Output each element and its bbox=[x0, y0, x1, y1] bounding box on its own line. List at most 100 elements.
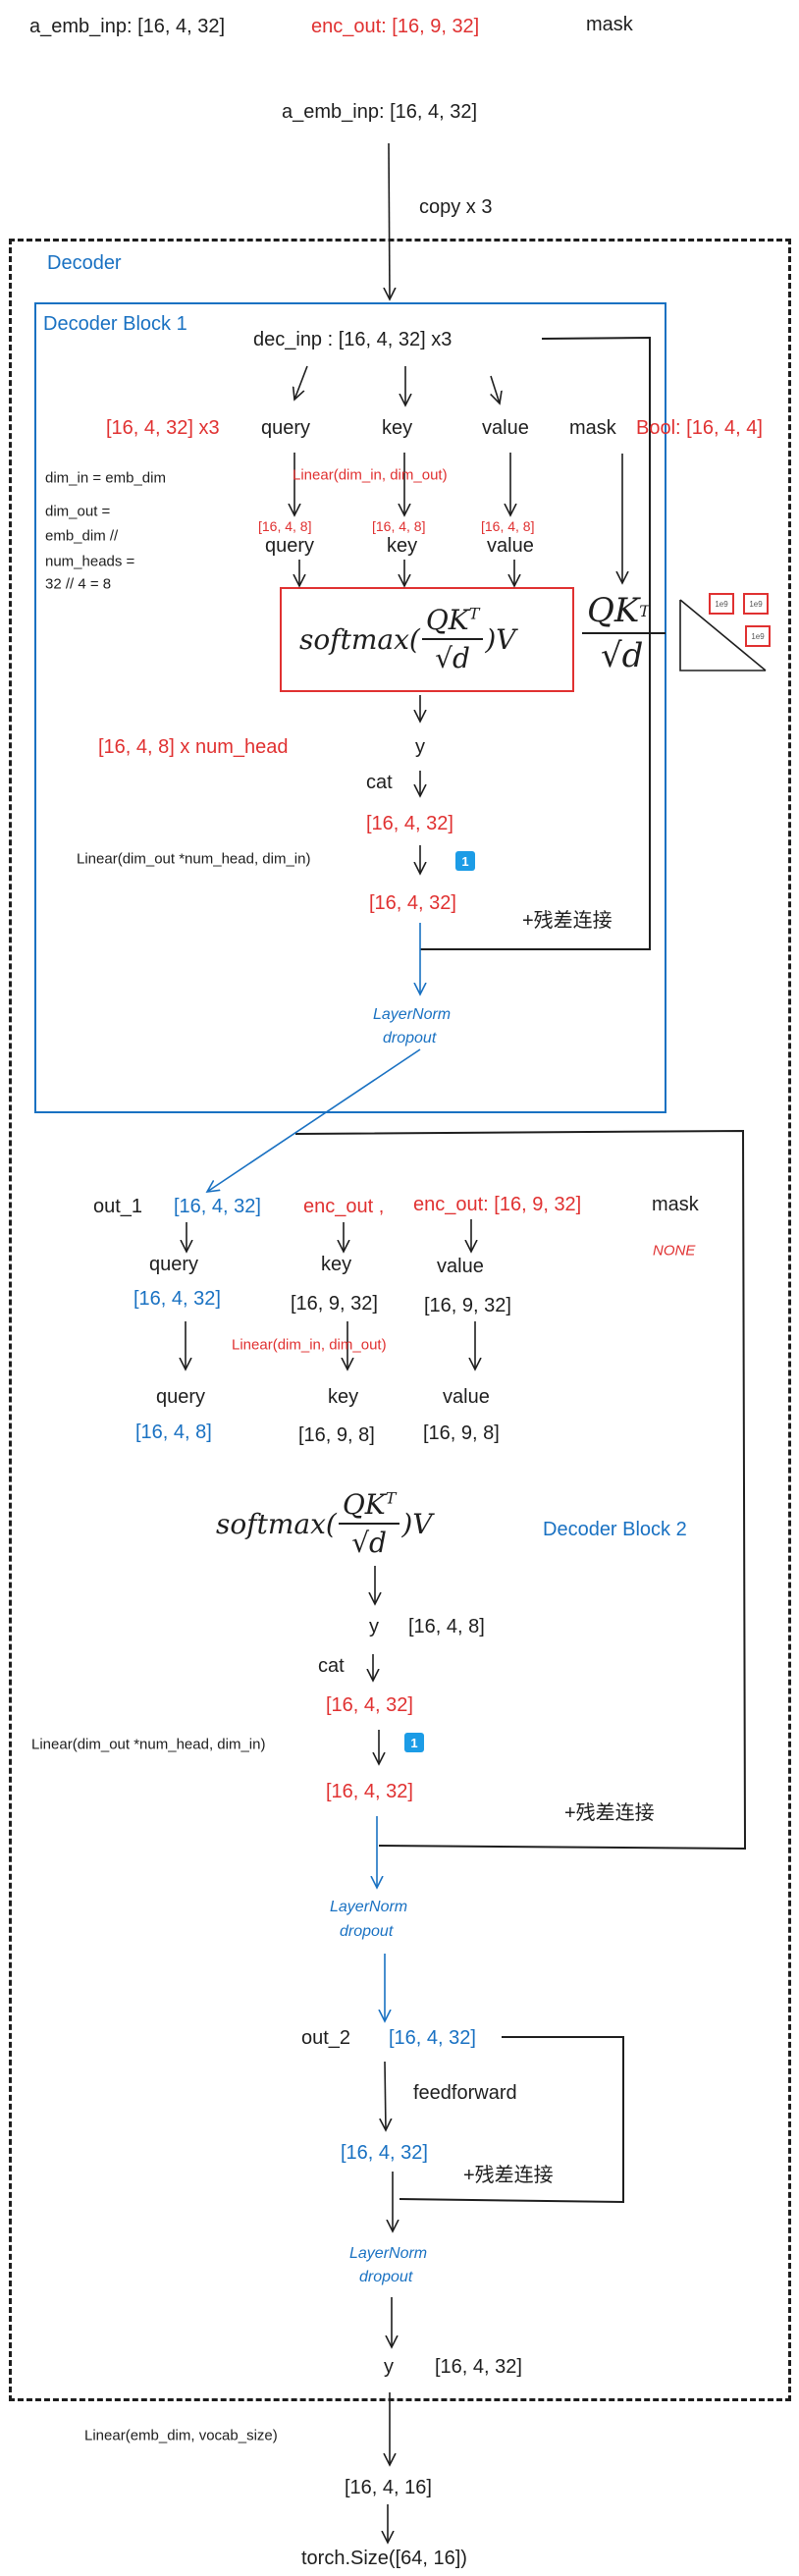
out1-label: out_1 bbox=[93, 1196, 143, 1217]
y-label-2: y bbox=[369, 1616, 379, 1637]
big-sqrt-symbol: √ bbox=[601, 636, 622, 675]
arrow-feedforward bbox=[385, 2061, 386, 2130]
shape-x3: [16, 4, 32] x3 bbox=[106, 417, 220, 439]
linear-qkv-label: Linear(dim_in, dim_out) bbox=[293, 466, 448, 484]
mask-cell: 1e9 bbox=[745, 625, 771, 647]
layernorm-label-3: LayerNorm bbox=[349, 2245, 428, 2262]
ff-shape: [16, 4, 32] bbox=[341, 2142, 428, 2164]
formula-num: QK bbox=[425, 604, 469, 636]
block2-title: Decoder Block 2 bbox=[543, 1519, 687, 1540]
arrow-block1-to-out1 bbox=[207, 1048, 421, 1192]
linear-out-label-2: Linear(dim_out *num_head, dim_in) bbox=[31, 1736, 266, 1753]
input-a-emb-inp: a_emb_inp: [16, 4, 32] bbox=[29, 16, 226, 37]
block2-out-shape: [16, 4, 32] bbox=[326, 1781, 413, 1802]
value-proj-shape: [16, 4, 8] bbox=[481, 518, 535, 534]
dropout-label-2: dropout bbox=[340, 1923, 394, 1940]
note-dim-out-2: emb_dim // bbox=[45, 527, 119, 545]
note-dim-out-1: dim_out = bbox=[45, 503, 111, 520]
layernorm-label-2: LayerNorm bbox=[330, 1899, 408, 1915]
attention-formula-2: softmax( QKT √d )V bbox=[216, 1488, 433, 1559]
decoder-title: Decoder bbox=[47, 252, 122, 274]
enc-out-value: enc_out: [16, 9, 32] bbox=[413, 1194, 582, 1215]
y-label-3: y bbox=[384, 2356, 394, 2378]
query-proj-shape: [16, 4, 8] bbox=[258, 518, 312, 534]
formula-tail: )V bbox=[485, 622, 516, 656]
formula-fraction: QKT √d bbox=[421, 604, 484, 674]
out2-label: out_2 bbox=[301, 2027, 351, 2049]
key-proj-label: key bbox=[387, 535, 418, 557]
big-formula-num: QK bbox=[587, 591, 640, 630]
residual-line-2 bbox=[294, 1129, 747, 1851]
note-dim-out-4: 32 // 4 = 8 bbox=[45, 575, 112, 593]
out2-shape: [16, 4, 32] bbox=[389, 2027, 476, 2049]
residual-label: +残差连接 bbox=[522, 910, 613, 932]
dropout-label-3: dropout bbox=[359, 2269, 413, 2285]
cat-label-2: cat bbox=[318, 1655, 345, 1677]
logits-shape: [16, 4, 16] bbox=[345, 2477, 432, 2498]
big-sqrt-d: √d bbox=[601, 636, 643, 675]
mask-label: mask bbox=[569, 417, 616, 439]
heads-shape: [16, 4, 8] x num_head bbox=[98, 736, 289, 758]
copy-label: copy x 3 bbox=[419, 196, 493, 218]
residual-label-3: +残差连接 bbox=[463, 2165, 554, 2186]
final-shape: torch.Size([64, 16]) bbox=[301, 2548, 467, 2569]
mask-none: NONE bbox=[653, 1242, 696, 1260]
residual-line-3 bbox=[399, 2036, 624, 2204]
cat-shape: [16, 4, 32] bbox=[366, 813, 453, 834]
big-formula-den: d bbox=[621, 636, 644, 675]
out1-shape: [16, 4, 32] bbox=[174, 1196, 261, 1217]
linear-qkv-label-2: Linear(dim_in, dim_out) bbox=[232, 1336, 387, 1354]
formula-den: d bbox=[369, 1527, 387, 1559]
key-in-shape-2: [16, 9, 32] bbox=[291, 1293, 378, 1315]
y-shape-3: [16, 4, 32] bbox=[435, 2356, 522, 2378]
enc-out-key: enc_out , bbox=[303, 1196, 385, 1217]
cat-label: cat bbox=[366, 772, 393, 793]
query-proj-label-2: query bbox=[156, 1386, 206, 1408]
formula-tail: )V bbox=[401, 1507, 433, 1540]
causal-mask-triangle bbox=[679, 600, 766, 671]
decoder-block-1-container bbox=[34, 302, 666, 1113]
value-label: value bbox=[482, 417, 529, 439]
query-label-2: query bbox=[149, 1254, 199, 1275]
arrow-to-value bbox=[491, 375, 500, 403]
sqrt-symbol: √ bbox=[435, 642, 453, 674]
y-shape-2: [16, 4, 8] bbox=[408, 1616, 485, 1637]
value-in-shape-2: [16, 9, 32] bbox=[424, 1295, 511, 1316]
value-proj-label: value bbox=[487, 535, 534, 557]
formula-func: softmax( bbox=[216, 1507, 337, 1540]
formula-sup: T bbox=[468, 604, 480, 623]
mask-cell: 1e9 bbox=[743, 593, 769, 615]
linear-out-label: Linear(dim_out *num_head, dim_in) bbox=[77, 850, 311, 868]
residual-label-2: +残差连接 bbox=[564, 1802, 655, 1824]
attention-formula-1: softmax( QKT √d )V bbox=[299, 604, 516, 674]
badge: 1 bbox=[455, 851, 475, 871]
mask-shape: Bool: [16, 4, 4] bbox=[636, 417, 763, 439]
mask-label-2: mask bbox=[652, 1194, 699, 1215]
key-proj-label-2: key bbox=[328, 1386, 359, 1408]
dec-inp-label: dec_inp : [16, 4, 32] x3 bbox=[253, 329, 453, 350]
key-label-2: key bbox=[321, 1254, 352, 1275]
lm-head-linear-label: Linear(emb_dim, vocab_size) bbox=[84, 2427, 278, 2444]
formula-func: softmax( bbox=[299, 622, 420, 656]
query-proj-label: query bbox=[265, 535, 315, 557]
decoder-container bbox=[9, 239, 791, 2401]
note-dim-out-3: num_heads = bbox=[45, 553, 135, 570]
formula-num: QK bbox=[342, 1488, 386, 1521]
y-label: y bbox=[415, 736, 425, 758]
value-proj-shape-2: [16, 9, 8] bbox=[423, 1422, 500, 1444]
residual-line-1 bbox=[420, 336, 651, 950]
key-label: key bbox=[382, 417, 413, 439]
cat-shape-2: [16, 4, 32] bbox=[326, 1694, 413, 1716]
sqrt-symbol: √ bbox=[351, 1527, 370, 1559]
query-in-shape-2: [16, 4, 32] bbox=[133, 1288, 221, 1310]
badge: 1 bbox=[404, 1733, 424, 1752]
input-mask: mask bbox=[586, 14, 633, 35]
formula-fraction: QKT √d bbox=[338, 1488, 400, 1559]
block1-title: Decoder Block 1 bbox=[43, 313, 187, 335]
value-proj-label-2: value bbox=[443, 1386, 490, 1408]
query-proj-shape-2: [16, 4, 8] bbox=[135, 1422, 212, 1443]
key-proj-shape-2: [16, 9, 8] bbox=[298, 1424, 375, 1446]
input-enc-out: enc_out: [16, 9, 32] bbox=[311, 16, 480, 37]
